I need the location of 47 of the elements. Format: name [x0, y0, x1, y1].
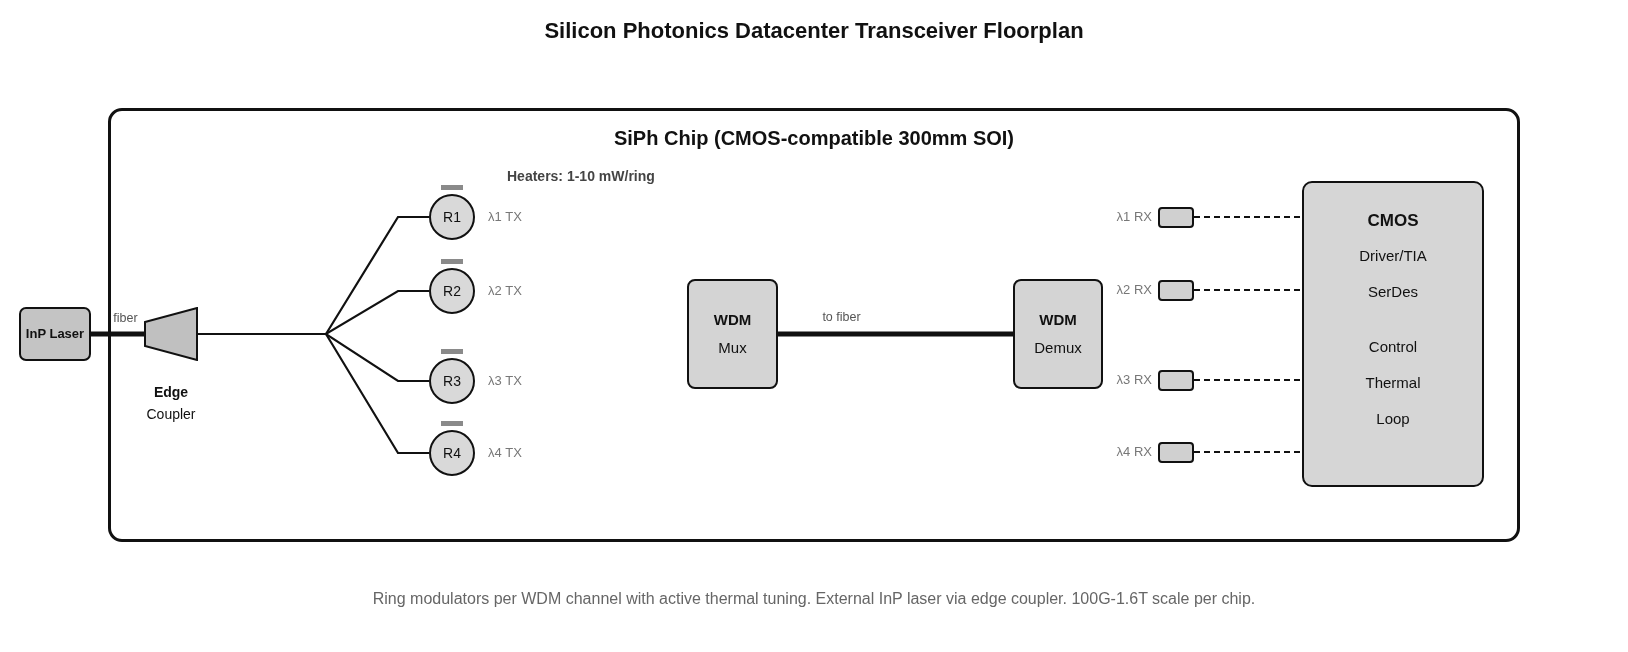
block-title: InP Laser — [25, 325, 85, 343]
heater-note: Heaters: 1-10 mW/ring — [507, 167, 655, 185]
block-title: WDM — [713, 310, 752, 330]
ring-label: R2 — [443, 283, 461, 299]
block-text: Demux — [1034, 338, 1082, 358]
fiber-link — [778, 331, 1013, 337]
ring-resonator — [429, 358, 475, 404]
wdm-block — [687, 279, 778, 389]
chip-title: SiPh Chip (CMOS-compatible 300mm SOI) — [613, 126, 1015, 150]
channel-label: λ3 RX — [1116, 371, 1152, 389]
channel-label: λ2 TX — [488, 282, 522, 300]
channel-label: λ3 TX — [488, 372, 522, 390]
channel-label: λ4 TX — [488, 444, 522, 462]
fiber-link — [91, 331, 144, 337]
ring-resonator — [429, 194, 475, 240]
wdm-block — [1013, 279, 1103, 389]
detector-pad — [1158, 441, 1194, 463]
cmos-block — [1302, 181, 1484, 487]
detector-pad — [1158, 369, 1194, 391]
block-title: WDM — [1039, 310, 1077, 330]
coupler-title: Edge — [153, 383, 189, 402]
dashed-link — [1193, 216, 1303, 218]
ring-label: R1 — [443, 209, 461, 225]
function-label: SerDes — [1368, 282, 1418, 302]
caption: Ring modulators per WDM channel with active thermal tuning. External InP laser via edge coupler. 100G-1.6T scale per chip. — [372, 589, 1256, 609]
laser-block — [19, 307, 91, 361]
function-label: Driver/TIA — [1359, 246, 1427, 266]
detector-pad — [1158, 206, 1194, 228]
channel-label: λ4 RX — [1116, 443, 1152, 461]
block-title: CMOS — [1367, 210, 1419, 232]
function-label: Control Thermal Loop — [1364, 337, 1422, 429]
dashed-link — [1193, 379, 1303, 381]
ring-label: R3 — [443, 373, 461, 389]
chip-outline — [108, 108, 1520, 542]
dashed-link — [1193, 289, 1303, 291]
ring-resonator — [429, 430, 475, 476]
channel-label: λ1 RX — [1116, 208, 1152, 226]
diagram-title: Silicon Photonics Datacenter Transceiver Floorplan — [544, 18, 1084, 44]
coupler-text: Coupler — [146, 405, 196, 424]
channel-label: λ1 TX — [488, 208, 522, 226]
detector-pad — [1158, 279, 1194, 301]
dashed-link — [1193, 451, 1303, 453]
waveguide — [198, 332, 429, 455]
ring-label: R4 — [443, 445, 461, 461]
ring-resonator — [429, 268, 475, 314]
block-text: Mux — [718, 338, 747, 358]
channel-label: λ2 RX — [1116, 281, 1152, 299]
